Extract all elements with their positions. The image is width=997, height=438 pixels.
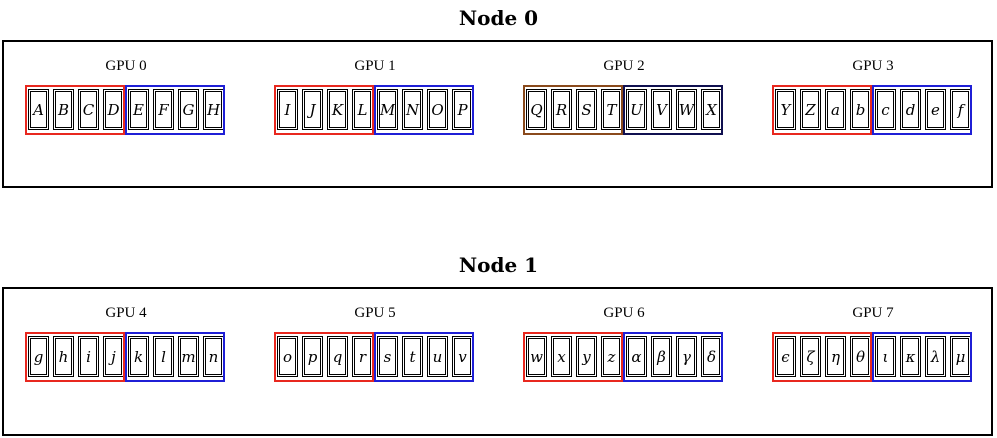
data-cell: t xyxy=(402,336,423,377)
data-cell: u xyxy=(427,336,448,377)
data-cell: γ xyxy=(676,336,697,377)
data-cell: m xyxy=(178,336,199,377)
gpu-label: GPU 1 xyxy=(354,58,396,74)
data-cell: U xyxy=(626,89,647,130)
data-cell: c xyxy=(875,89,896,130)
data-cell: E xyxy=(128,89,149,130)
data-cell: o xyxy=(277,336,298,377)
data-cell: κ xyxy=(900,336,921,377)
node-title: Node 1 xyxy=(458,253,539,277)
data-cell: δ xyxy=(701,336,722,377)
data-cell: H xyxy=(203,89,224,130)
data-cell: α xyxy=(626,336,647,377)
gpu-label: GPU 5 xyxy=(354,305,396,321)
data-cell: v xyxy=(452,336,473,377)
data-cell: n xyxy=(203,336,224,377)
gpu-label: GPU 6 xyxy=(603,305,645,321)
gpu-label: GPU 0 xyxy=(105,58,147,74)
data-cell: Q xyxy=(526,89,547,130)
gpu-label: GPU 2 xyxy=(603,58,645,74)
data-cell: A xyxy=(28,89,49,130)
data-cell: L xyxy=(352,89,373,130)
data-cell: ϵ xyxy=(775,336,796,377)
gpu-label: GPU 7 xyxy=(852,305,894,321)
data-cell: ι xyxy=(875,336,896,377)
node-title: Node 0 xyxy=(458,6,539,30)
data-cell: F xyxy=(153,89,174,130)
data-cell: d xyxy=(900,89,921,130)
data-cell: f xyxy=(950,89,971,130)
data-cell: j xyxy=(103,336,124,377)
data-cell: h xyxy=(53,336,74,377)
data-cell: μ xyxy=(950,336,971,377)
data-cell: w xyxy=(526,336,547,377)
data-cell: S xyxy=(576,89,597,130)
data-cell: V xyxy=(651,89,672,130)
data-cell: p xyxy=(302,336,323,377)
data-cell: C xyxy=(78,89,99,130)
data-cell: D xyxy=(103,89,124,130)
data-cell: B xyxy=(53,89,74,130)
data-cell: T xyxy=(601,89,622,130)
data-cell: g xyxy=(28,336,49,377)
data-cell: x xyxy=(551,336,572,377)
data-cell: q xyxy=(327,336,348,377)
data-cell: G xyxy=(178,89,199,130)
data-cell: r xyxy=(352,336,373,377)
data-cell: Z xyxy=(800,89,821,130)
data-cell: I xyxy=(277,89,298,130)
data-cell: λ xyxy=(925,336,946,377)
data-cell: X xyxy=(701,89,722,130)
data-cell: a xyxy=(825,89,846,130)
data-cell: O xyxy=(427,89,448,130)
data-cell: e xyxy=(925,89,946,130)
data-cell: P xyxy=(452,89,473,130)
data-cell: J xyxy=(302,89,323,130)
data-cell: b xyxy=(850,89,871,130)
data-cell: η xyxy=(825,336,846,377)
data-cell: l xyxy=(153,336,174,377)
data-cell: Y xyxy=(775,89,796,130)
data-cell: y xyxy=(576,336,597,377)
gpu-label: GPU 4 xyxy=(105,305,147,321)
data-cell: z xyxy=(601,336,622,377)
data-cell: W xyxy=(676,89,697,130)
data-cell: β xyxy=(651,336,672,377)
data-cell: s xyxy=(377,336,398,377)
data-cell: R xyxy=(551,89,572,130)
data-cell: N xyxy=(402,89,423,130)
data-cell: k xyxy=(128,336,149,377)
data-cell: θ xyxy=(850,336,871,377)
gpu-label: GPU 3 xyxy=(852,58,894,74)
data-cell: i xyxy=(78,336,99,377)
data-cell: K xyxy=(327,89,348,130)
data-cell: ζ xyxy=(800,336,821,377)
data-cell: M xyxy=(377,89,398,130)
